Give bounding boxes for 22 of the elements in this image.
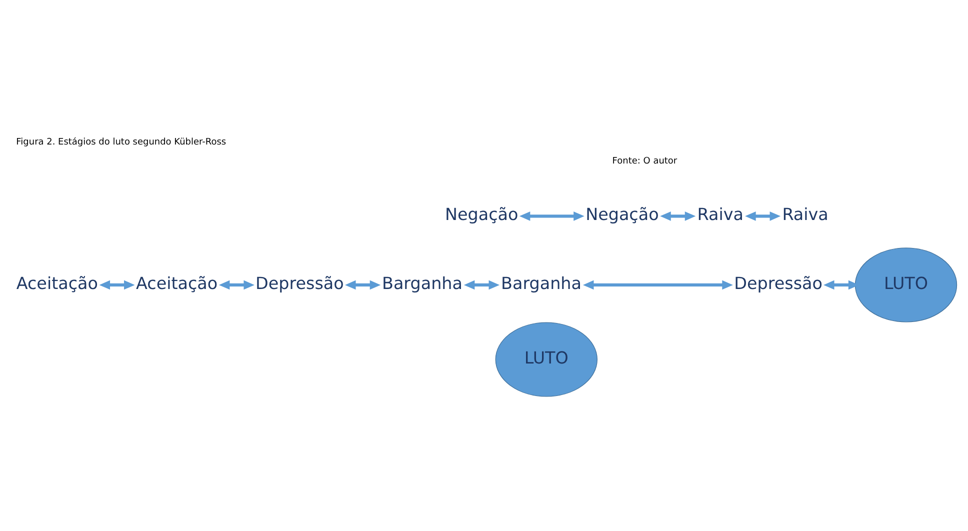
- node-text: Negação: [445, 204, 518, 224]
- node-ellipse: LUTO: [495, 322, 598, 397]
- node-text: Raiva: [697, 204, 744, 224]
- arrow: [519, 211, 584, 221]
- arrow: [660, 211, 696, 221]
- node-text: Raiva: [782, 204, 828, 224]
- arrow: [218, 280, 254, 290]
- diagram-title: Figura 2. Estágios do luto segundo Kübler-Ross: [16, 137, 226, 148]
- node-text: Barganha: [382, 272, 462, 293]
- node-text: Depressão: [734, 272, 822, 293]
- arrow: [745, 211, 781, 221]
- arrow: [99, 280, 135, 290]
- node-ellipse: LUTO: [854, 248, 958, 322]
- arrow: [582, 280, 733, 290]
- arrow: [464, 280, 500, 290]
- caption: Fonte: O autor: [612, 156, 678, 166]
- node-text: Barganha: [501, 272, 582, 293]
- arrow: [345, 280, 381, 290]
- node-text: Aceitação: [136, 272, 218, 293]
- node-text: Depressão: [256, 272, 344, 293]
- node-text: Negação: [586, 204, 659, 224]
- node-text: Aceitação: [16, 272, 98, 293]
